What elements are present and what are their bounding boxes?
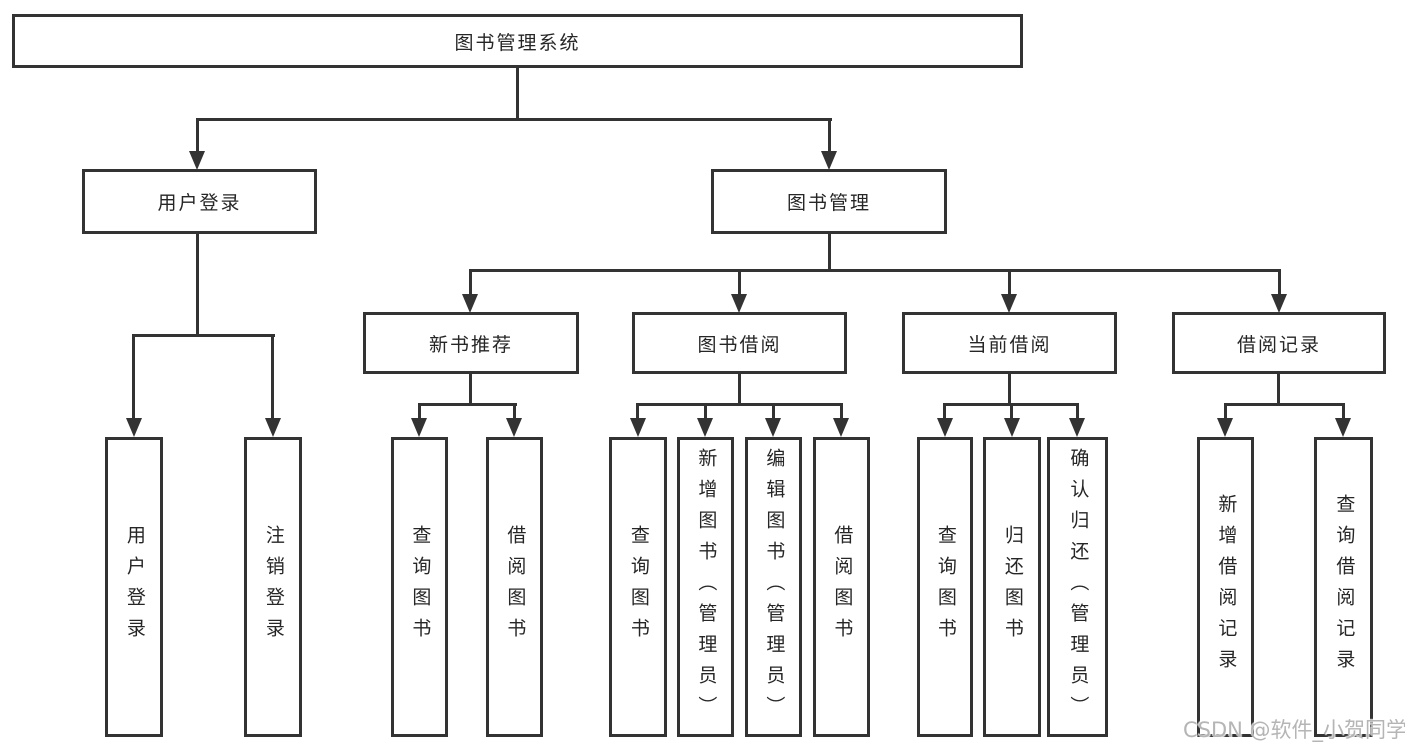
node-label: 借阅图书 — [504, 525, 527, 649]
node-label: 查询图书 — [627, 525, 650, 649]
leaf-add-book-admin: 新增图书（管理员） — [677, 437, 734, 737]
arrow-down-icon — [1271, 294, 1287, 313]
leaf-logout: 注销登录 — [244, 437, 302, 737]
connector-line — [636, 403, 843, 406]
arrow-down-icon — [506, 418, 522, 437]
node-new-book-recommend: 新书推荐 — [363, 312, 579, 374]
arrow-down-icon — [1004, 418, 1020, 437]
connector-line — [636, 403, 639, 421]
node-label: 借阅记录 — [1236, 333, 1321, 356]
csdn-watermark: CSDN @软件_小贺同学 — [1183, 718, 1405, 742]
node-label: 编辑图书（管理员） — [763, 447, 786, 727]
arrow-down-icon — [1217, 418, 1233, 437]
connector-line — [132, 334, 275, 337]
leaf-query-borrow-record: 查询借阅记录 — [1314, 437, 1373, 737]
arrow-down-icon — [765, 418, 781, 437]
connector-line — [513, 403, 516, 421]
connector-line — [196, 118, 199, 152]
connector-line — [516, 68, 519, 121]
arrow-down-icon — [833, 418, 849, 437]
connector-line — [943, 403, 946, 421]
node-label: 用户登录 — [123, 525, 146, 649]
node-book-borrowing: 图书借阅 — [632, 312, 847, 374]
connector-line — [418, 403, 517, 406]
arrow-down-icon — [265, 418, 281, 437]
arrow-down-icon — [411, 418, 427, 437]
connector-line — [1224, 403, 1345, 406]
leaf-borrow-books-recommend: 借阅图书 — [486, 437, 543, 737]
node-label: 借阅图书 — [831, 525, 854, 649]
node-label: 归还图书 — [1001, 525, 1024, 649]
node-label: 新增借阅记录 — [1215, 494, 1238, 680]
connector-line — [1224, 403, 1227, 421]
node-label: 查询图书 — [934, 525, 957, 649]
leaf-query-books-recommend: 查询图书 — [391, 437, 448, 737]
arrow-down-icon — [1069, 418, 1085, 437]
leaf-add-borrow-record: 新增借阅记录 — [1197, 437, 1254, 737]
leaf-user-login: 用户登录 — [105, 437, 163, 737]
connector-line — [738, 374, 741, 405]
node-library-system: 图书管理系统 — [12, 14, 1023, 68]
connector-line — [1008, 269, 1011, 296]
node-label: 图书管理系统 — [454, 31, 581, 54]
node-label: 注销登录 — [262, 525, 285, 649]
node-label: 查询图书 — [409, 525, 432, 649]
node-label: 图书借阅 — [697, 333, 782, 356]
connector-line — [196, 234, 199, 336]
connector-line — [469, 269, 1281, 272]
node-label: 新书推荐 — [428, 333, 513, 356]
leaf-return-books: 归还图书 — [983, 437, 1041, 737]
connector-line — [1277, 374, 1280, 405]
arrow-down-icon — [821, 151, 837, 170]
connector-line — [1076, 403, 1079, 421]
connector-line — [196, 118, 832, 121]
connector-line — [1278, 269, 1281, 296]
leaf-query-books-current: 查询图书 — [917, 437, 973, 737]
leaf-confirm-return-admin: 确认归还（管理员） — [1047, 437, 1108, 737]
node-current-borrowing: 当前借阅 — [902, 312, 1117, 374]
arrow-down-icon — [126, 418, 142, 437]
connector-line — [132, 334, 135, 421]
leaf-edit-book-admin: 编辑图书（管理员） — [745, 437, 802, 737]
connector-line — [1008, 374, 1011, 405]
connector-line — [469, 269, 472, 296]
connector-line — [271, 334, 274, 421]
node-label: 当前借阅 — [967, 333, 1052, 356]
connector-line — [1342, 403, 1345, 421]
leaf-borrow-books-borrowing: 借阅图书 — [813, 437, 870, 737]
node-borrowing-records: 借阅记录 — [1172, 312, 1386, 374]
node-label: 确认归还（管理员） — [1067, 447, 1090, 727]
arrow-down-icon — [1335, 418, 1351, 437]
connector-line — [418, 403, 421, 421]
connector-line — [1010, 403, 1013, 421]
connector-line — [772, 403, 775, 421]
connector-line — [828, 234, 831, 271]
connector-line — [828, 118, 831, 152]
connector-line — [704, 403, 707, 421]
arrow-down-icon — [731, 294, 747, 313]
arrow-down-icon — [937, 418, 953, 437]
arrow-down-icon — [630, 418, 646, 437]
node-label: 用户登录 — [157, 192, 242, 214]
connector-line — [840, 403, 843, 421]
node-user-login: 用户登录 — [82, 169, 317, 234]
node-label: 查询借阅记录 — [1333, 494, 1356, 680]
connector-line — [738, 269, 741, 296]
node-book-management: 图书管理 — [711, 169, 947, 234]
arrow-down-icon — [189, 151, 205, 170]
arrow-down-icon — [697, 418, 713, 437]
node-label: 新增图书（管理员） — [695, 447, 718, 727]
connector-line — [469, 374, 472, 405]
node-label: 图书管理 — [786, 192, 871, 214]
arrow-down-icon — [1001, 294, 1017, 313]
leaf-query-books-borrowing: 查询图书 — [609, 437, 667, 737]
arrow-down-icon — [462, 294, 478, 313]
